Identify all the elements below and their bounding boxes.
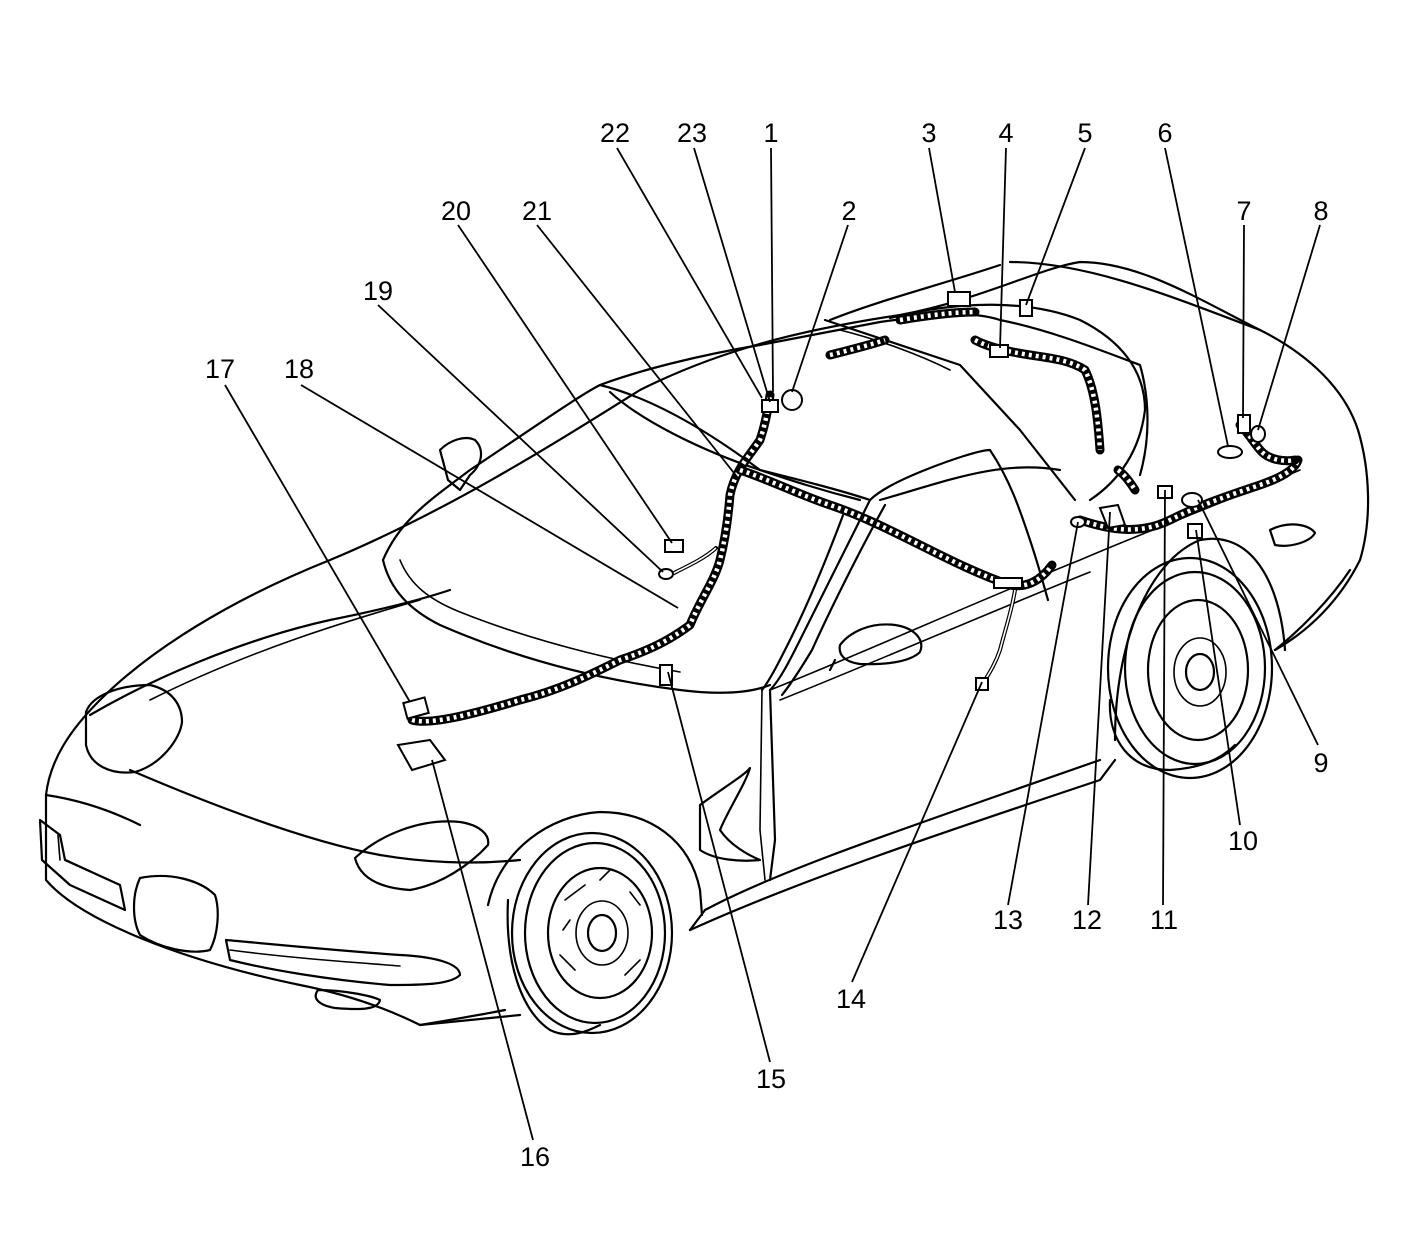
leader-6 (1164, 147, 1229, 447)
leader-3 (928, 147, 956, 293)
callout-14: 14 (836, 984, 866, 1014)
leader-7 (1242, 224, 1245, 419)
leader-23 (693, 147, 771, 403)
callout-23: 23 (677, 118, 707, 148)
leader-9 (1197, 499, 1319, 746)
leader-18 (300, 384, 679, 609)
leader-lines (224, 147, 1321, 1141)
callout-16: 16 (520, 1142, 550, 1172)
callout-10: 10 (1228, 826, 1258, 856)
callout-18: 18 (284, 354, 314, 384)
leader-4 (999, 147, 1007, 349)
callout-labels: 1 2 3 4 5 6 7 8 9 10 11 12 13 14 15 16 1… (205, 118, 1329, 1172)
leader-11 (1162, 489, 1166, 906)
leader-22 (616, 147, 763, 399)
car-body-outline (38, 260, 1370, 1036)
callout-4: 4 (998, 118, 1013, 148)
callout-21: 21 (522, 196, 552, 226)
callout-9: 9 (1313, 748, 1328, 778)
leader-12 (1087, 511, 1111, 906)
callout-12: 12 (1072, 905, 1102, 935)
leader-13 (1007, 521, 1079, 906)
wiring-harness (396, 291, 1303, 772)
leader-16 (431, 759, 534, 1141)
leader-20 (457, 224, 673, 544)
callout-1: 1 (763, 118, 778, 148)
callout-22: 22 (600, 118, 630, 148)
callout-7: 7 (1236, 196, 1251, 226)
callout-20: 20 (441, 196, 471, 226)
leader-21 (536, 224, 739, 479)
leader-10 (1195, 529, 1241, 826)
leader-19 (377, 304, 664, 573)
leader-14 (851, 681, 983, 983)
leader-8 (1257, 224, 1321, 431)
callout-8: 8 (1313, 196, 1328, 226)
callout-11: 11 (1150, 905, 1178, 935)
callout-17: 17 (205, 354, 235, 384)
callout-5: 5 (1077, 118, 1092, 148)
callout-15: 15 (756, 1064, 786, 1094)
callout-3: 3 (921, 118, 936, 148)
callout-13: 13 (993, 905, 1023, 935)
callout-6: 6 (1157, 118, 1172, 148)
leader-17 (224, 384, 411, 703)
callout-2: 2 (841, 196, 856, 226)
leader-15 (667, 671, 771, 1063)
leader-5 (1025, 147, 1086, 306)
leader-1 (770, 147, 774, 393)
leader-2 (791, 224, 849, 393)
callout-19: 19 (363, 276, 393, 306)
